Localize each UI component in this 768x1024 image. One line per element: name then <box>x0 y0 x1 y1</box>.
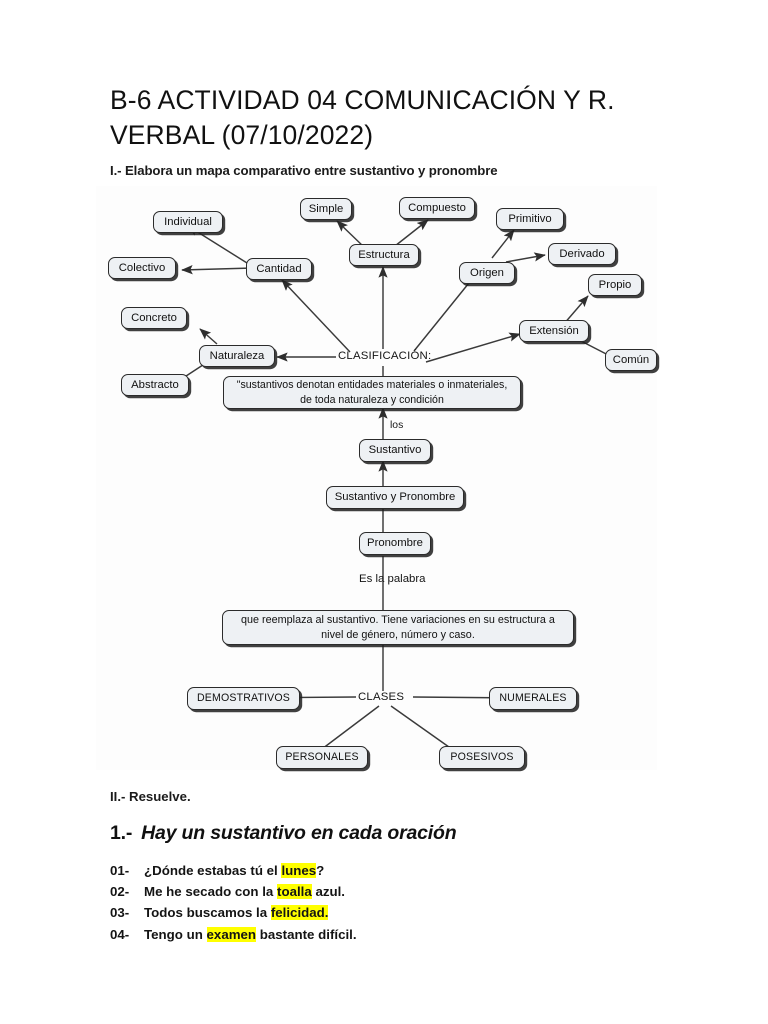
instruction-part-one: I.- Elabora un mapa comparativo entre su… <box>110 163 498 178</box>
node-posesivos[interactable]: POSESIVOS <box>439 746 525 769</box>
sentence-after: azul. <box>311 884 345 900</box>
node-abstracto[interactable]: Abstracto <box>121 374 189 396</box>
question-number: 1.- <box>110 822 133 844</box>
sentence-number: 01- <box>110 863 130 878</box>
sentence-row: 01- ¿Dónde estabas tú el lunes? <box>110 860 630 881</box>
sentence-text: Todos buscamos la felicidad. <box>144 902 329 923</box>
node-numerales[interactable]: NUMERALES <box>489 687 577 710</box>
highlighted-noun: lunes <box>281 863 317 878</box>
sentence-after: ? <box>316 863 325 878</box>
node-comun[interactable]: Común <box>605 349 657 371</box>
sentence-row: 02- Me he secado con la toalla azul. <box>110 881 630 902</box>
node-propio[interactable]: Propio <box>588 274 642 296</box>
node-concreto[interactable]: Concreto <box>121 307 187 329</box>
instruction-part-two: II.- Resuelve. <box>110 789 191 804</box>
sentence-before: Tengo un <box>144 926 207 942</box>
node-compuesto[interactable]: Compuesto <box>399 197 475 219</box>
question-text: Hay un sustantivo en cada oración <box>141 822 457 844</box>
node-estructura[interactable]: Estructura <box>349 244 419 266</box>
node-sustantivo[interactable]: Sustantivo <box>359 439 431 462</box>
node-primitivo[interactable]: Primitivo <box>496 208 564 230</box>
sentence-before: Me he secado con la <box>144 884 278 900</box>
node-individual[interactable]: Individual <box>153 211 223 233</box>
page-title: B-6 ACTIVIDAD 04 COMUNICACIÓN Y R. VERBA… <box>110 85 615 150</box>
sentence-number: 04- <box>110 926 130 942</box>
node-simple[interactable]: Simple <box>300 198 352 220</box>
node-derivado[interactable]: Derivado <box>548 243 616 265</box>
node-personales[interactable]: PERSONALES <box>276 746 368 769</box>
sentence-text: ¿Dónde estabas tú el lunes? <box>144 860 324 881</box>
concept-map-connectors <box>179 219 615 753</box>
sentence-row: 03- Todos buscamos la felicidad. <box>110 902 630 923</box>
node-extension[interactable]: Extensión <box>519 320 589 342</box>
label-clasificacion: CLASIFICACIÓN: <box>338 350 432 362</box>
label-es-la-palabra: Es la palabra <box>359 573 426 585</box>
highlighted-noun: felicidad. <box>270 905 329 921</box>
node-naturaleza[interactable]: Naturaleza <box>199 345 275 367</box>
sentence-text: Me he secado con la toalla azul. <box>144 881 345 902</box>
sentence-number: 03- <box>110 905 130 921</box>
node-sustantivo-y-pronombre[interactable]: Sustantivo y Pronombre <box>326 486 464 509</box>
sentence-row: 04- Tengo un examen bastante difícil. <box>110 924 630 945</box>
node-cantidad[interactable]: Cantidad <box>246 258 312 280</box>
sentence-text: Tengo un examen bastante difícil. <box>144 924 357 945</box>
node-origen[interactable]: Origen <box>459 262 515 284</box>
label-los: los <box>390 420 404 431</box>
concept-map-canvas: Individual Colectivo Cantidad Simple Com… <box>96 186 657 770</box>
node-definicion-sustantivo[interactable]: "sustantivos denotan entidades materiale… <box>223 376 521 409</box>
label-clases: CLASES <box>358 691 405 703</box>
sentence-before: ¿Dónde estabas tú el <box>144 863 282 878</box>
node-demostrativos[interactable]: DEMOSTRATIVOS <box>187 687 300 710</box>
node-pronombre[interactable]: Pronombre <box>359 532 431 555</box>
sentence-number: 02- <box>110 884 130 900</box>
question-heading: 1.- Hay un sustantivo en cada oración <box>110 822 457 845</box>
highlighted-noun: examen <box>206 926 257 942</box>
sentence-after: bastante difícil. <box>256 926 357 942</box>
node-definicion-pronombre[interactable]: que reemplaza al sustantivo. Tiene varia… <box>222 610 574 645</box>
highlighted-noun: toalla <box>277 884 312 900</box>
sentence-before: Todos buscamos la <box>144 905 271 921</box>
sentence-list: 01- ¿Dónde estabas tú el lunes? 02- Me h… <box>110 860 630 945</box>
node-colectivo[interactable]: Colectivo <box>108 257 176 279</box>
